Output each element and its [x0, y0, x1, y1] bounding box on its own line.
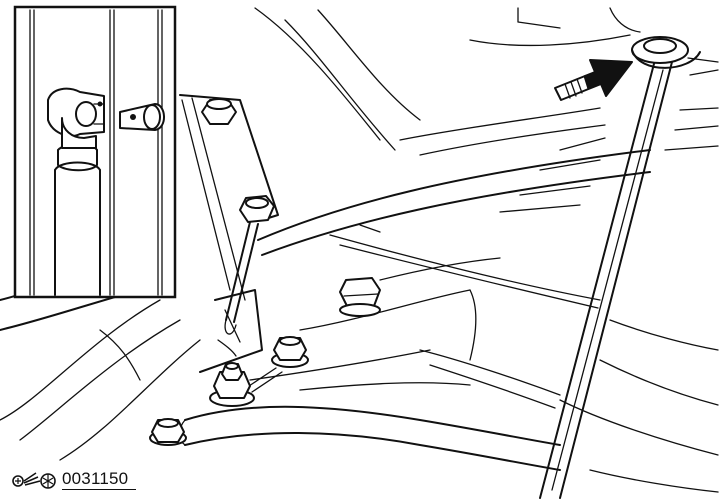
- bolt-cluster: [209, 362, 255, 407]
- prop-rod: [224, 221, 259, 335]
- strut-mount-nut: [239, 195, 275, 223]
- service-manual-reference-icon: [12, 472, 56, 489]
- hood-strut: [539, 36, 719, 499]
- inset-detail: [13, 5, 177, 299]
- reference-code: 0031150: [62, 469, 137, 490]
- bolt-center: [245, 336, 309, 393]
- hood-bolt-upper: [201, 98, 237, 125]
- bolt-right: [339, 277, 381, 317]
- hatched-arrow-icon: [554, 59, 633, 101]
- reference-code-row: 0031150: [10, 468, 137, 490]
- bolt-lower: [149, 418, 187, 446]
